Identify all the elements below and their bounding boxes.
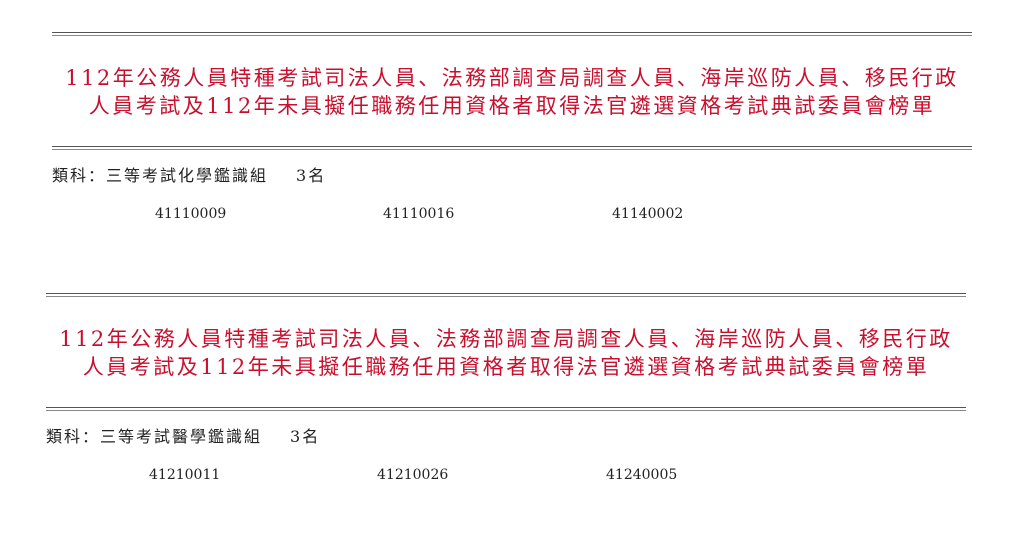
category-line: 類科：三等考試化學鑑識組 3名: [52, 162, 326, 186]
category-label: 類科：三等考試醫學鑑識組: [46, 427, 263, 446]
admission-number: 41110009: [155, 206, 227, 222]
exam-title: 112年公務人員特種考試司法人員、法務部調查局調查人員、海岸巡防人員、移民行政 …: [46, 325, 966, 381]
double-rule-top: [52, 32, 972, 36]
category-line: 類科：三等考試醫學鑑識組 3名: [46, 423, 320, 447]
exam-title-line1: 112年公務人員特種考試司法人員、法務部調查局調查人員、海岸巡防人員、移民行政: [59, 327, 953, 351]
result-section-forensic-medicine: 112年公務人員特種考試司法人員、法務部調查局調查人員、海岸巡防人員、移民行政 …: [46, 293, 966, 543]
admission-number: 41110016: [383, 206, 455, 222]
admission-number: 41240005: [606, 467, 678, 483]
admitted-count: 3名: [290, 427, 321, 446]
admission-number: 41210026: [377, 467, 449, 483]
double-rule-top: [46, 293, 966, 297]
exam-title-line1: 112年公務人員特種考試司法人員、法務部調查局調查人員、海岸巡防人員、移民行政: [65, 66, 959, 90]
admission-number: 41210011: [149, 467, 221, 483]
result-section-chemistry: 112年公務人員特種考試司法人員、法務部調查局調查人員、海岸巡防人員、移民行政 …: [52, 32, 972, 282]
exam-title: 112年公務人員特種考試司法人員、法務部調查局調查人員、海岸巡防人員、移民行政 …: [52, 64, 972, 120]
double-rule-bottom: [52, 146, 972, 150]
admitted-count: 3名: [296, 166, 327, 185]
admission-number: 41140002: [612, 206, 684, 222]
double-rule-bottom: [46, 407, 966, 411]
exam-title-line2: 人員考試及112年未具擬任職務任用資格者取得法官遴選資格考試典試委員會榜單: [82, 355, 930, 379]
category-label: 類科：三等考試化學鑑識組: [52, 166, 269, 185]
exam-title-line2: 人員考試及112年未具擬任職務任用資格者取得法官遴選資格考試典試委員會榜單: [88, 94, 936, 118]
